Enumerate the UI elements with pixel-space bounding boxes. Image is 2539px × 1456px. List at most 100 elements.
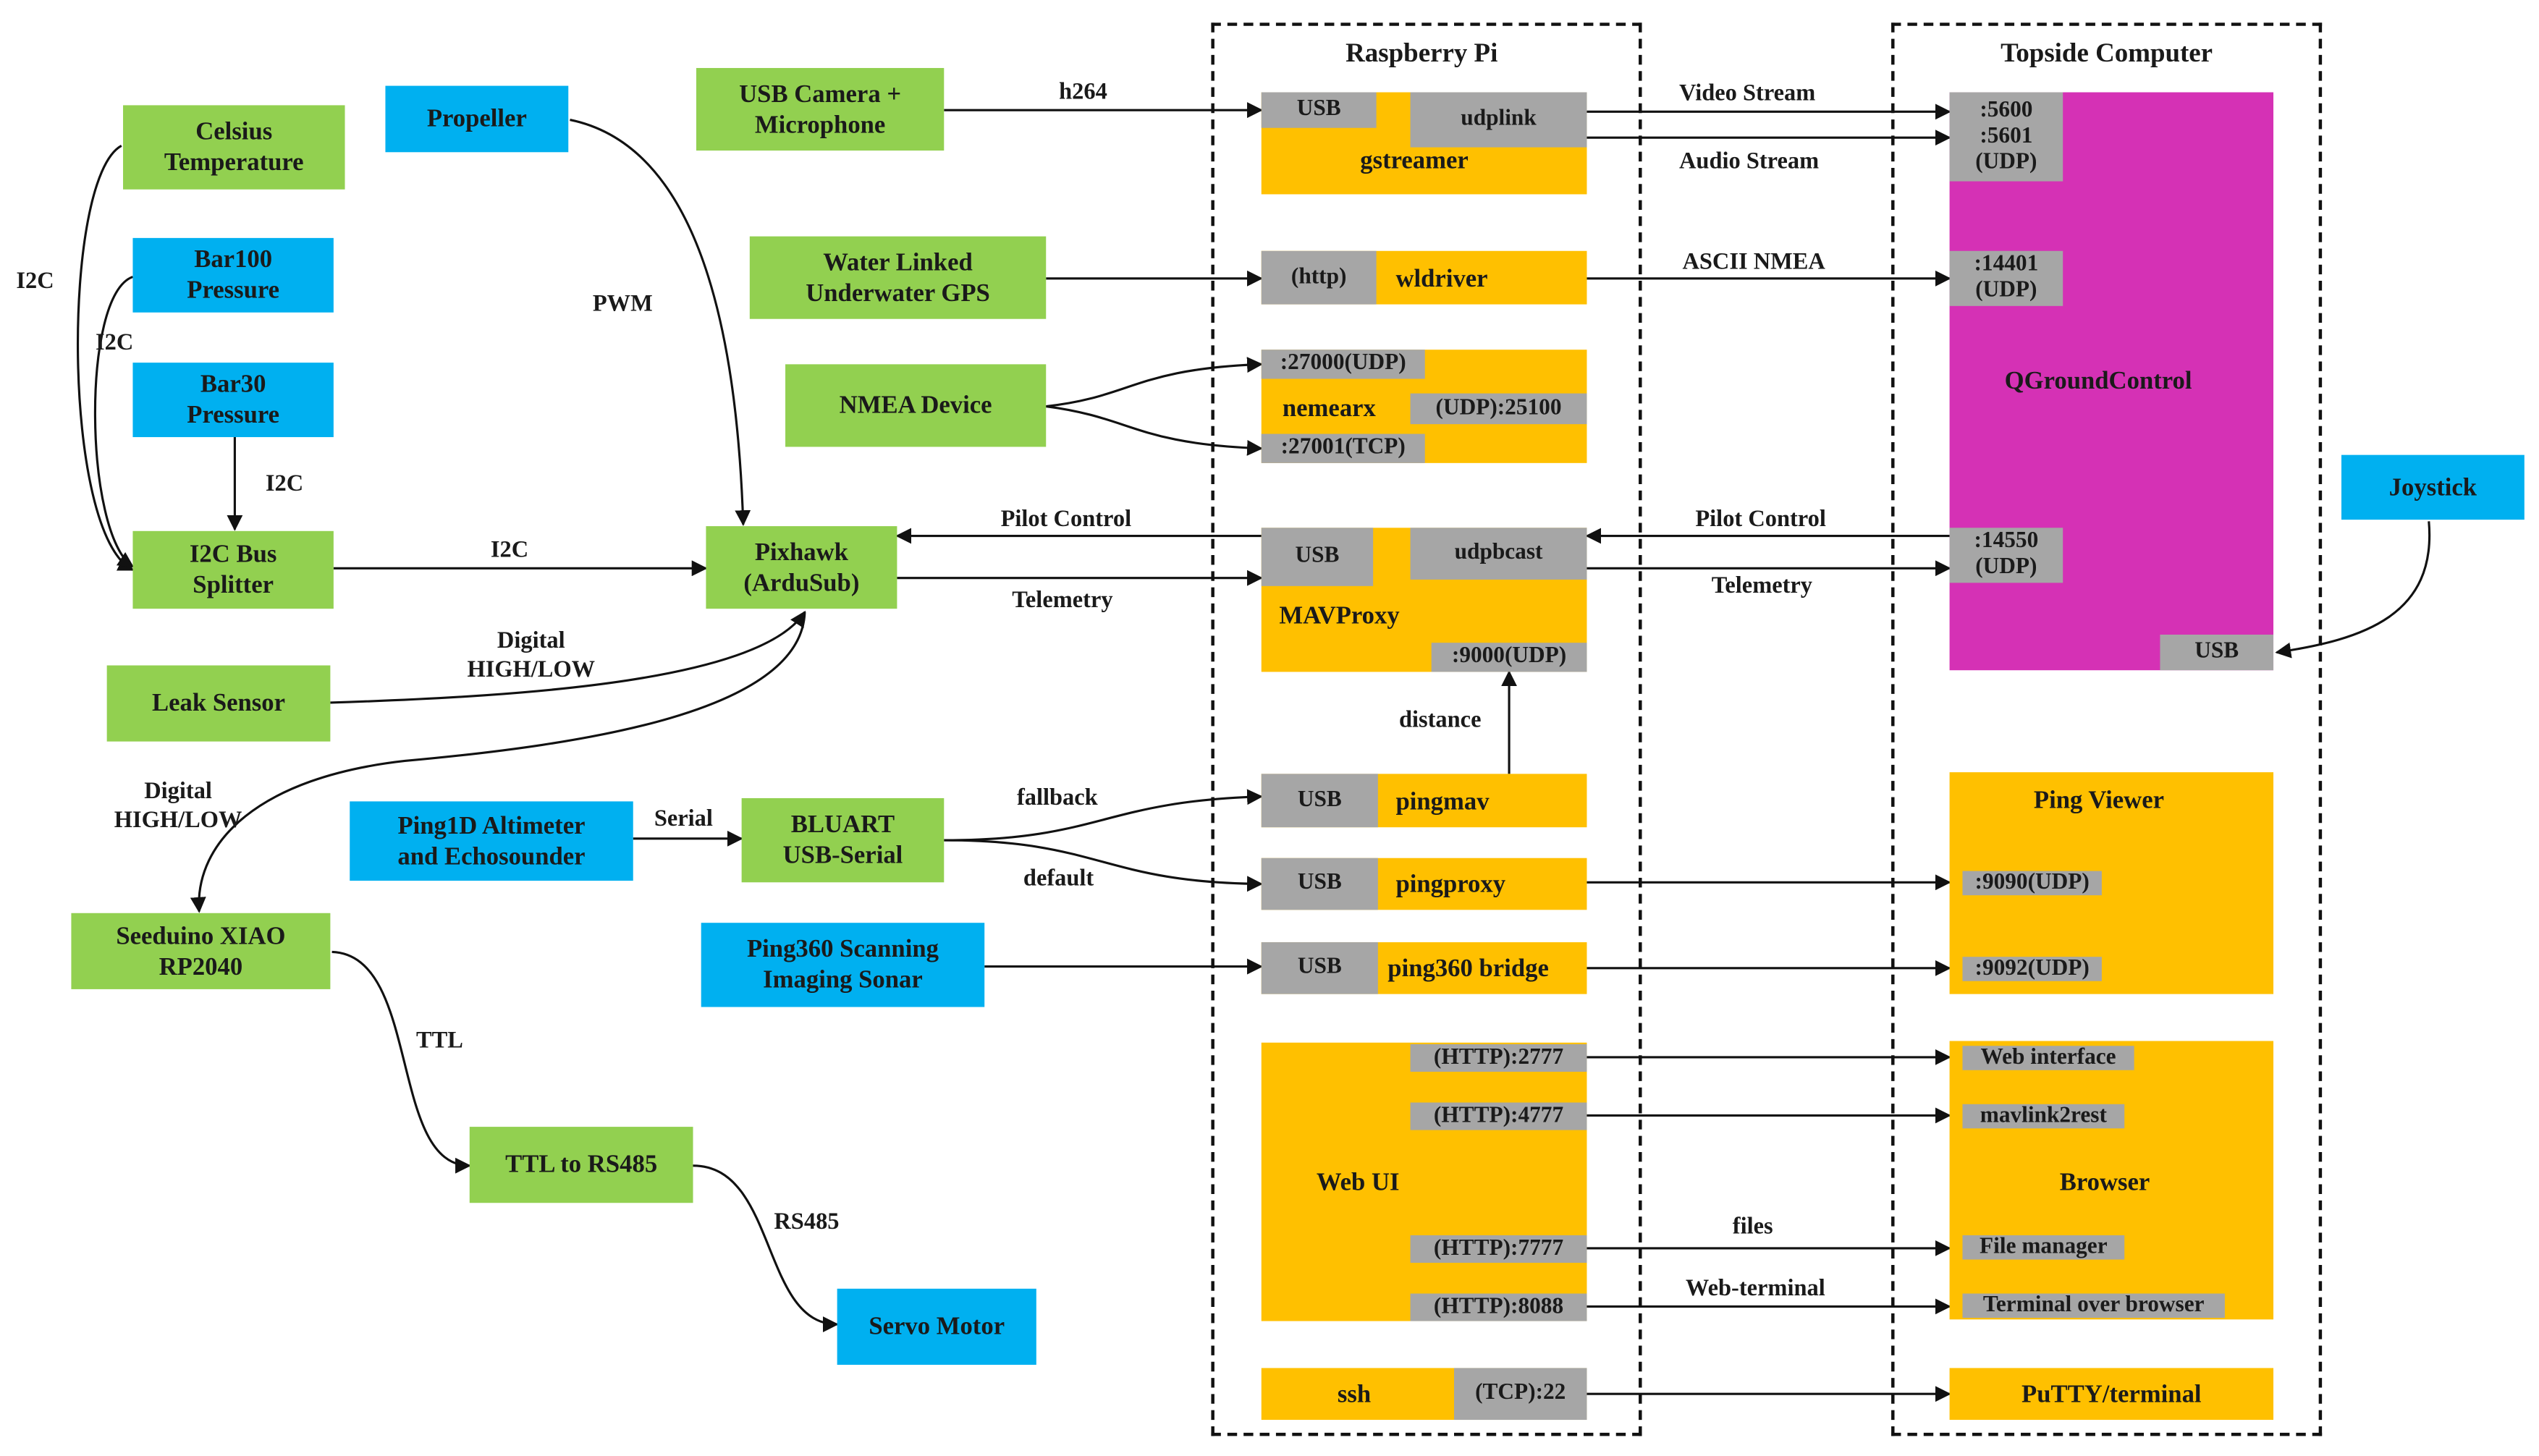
label-fallback: fallback [1016, 785, 1098, 811]
browser-label: Browser [2059, 1169, 2150, 1197]
edge-leak-to-pixhawk [330, 610, 806, 704]
nemearx-25100-port: (UDP):25100 [1410, 393, 1587, 425]
pixhawk-box: Pixhawk (ArduSub) [706, 526, 897, 609]
celsius-temperature-box: Celsius Temperature [123, 105, 345, 190]
edge-xiao-to-ttl [331, 950, 471, 1174]
browser-box [1949, 1041, 2274, 1320]
label-pwm: PWM [592, 291, 653, 318]
ping360-bridge-usb-port: USB [1261, 942, 1378, 994]
label-ttl: TTL [415, 1028, 463, 1054]
label-files: files [1732, 1214, 1773, 1240]
label-serial: Serial [654, 806, 713, 832]
qgc-video-ports: :5600 :5601 (UDP) [1949, 92, 2063, 182]
webui-4777-port: (HTTP):4777 [1410, 1102, 1587, 1130]
label-rs485: RS485 [774, 1209, 840, 1235]
label-h264: h264 [1059, 79, 1107, 106]
wldriver-label: wldriver [1395, 265, 1488, 293]
mavproxy-usb-port: USB [1261, 528, 1374, 586]
label-i2c-a: I2C [16, 268, 54, 295]
propeller-box: Propeller [385, 85, 569, 153]
browser-file-manager[interactable]: File manager [1962, 1235, 2125, 1260]
ssh-22-port: (TCP):22 [1454, 1368, 1587, 1421]
bar100-pressure-box: Bar100 Pressure [132, 237, 334, 313]
label-i2c-c: I2C [265, 471, 304, 497]
nemearx-label: nemearx [1282, 394, 1376, 423]
gstreamer-label: gstreamer [1360, 147, 1469, 175]
qgc-usb-port: USB [2160, 634, 2274, 671]
leak-sensor-box: Leak Sensor [106, 665, 331, 742]
edge-bluart-to-pingproxy [944, 839, 1263, 892]
servo-motor-box: Servo Motor [837, 1288, 1036, 1365]
mavproxy-udpbcast-port: udpbcast [1410, 528, 1587, 580]
label-pilot-control-right: Pilot Control [1695, 507, 1826, 533]
usb-camera-box: USB Camera + Microphone [696, 67, 945, 151]
qgroundcontrol-label: QGroundControl [2004, 367, 2192, 395]
pingproxy-usb-port: USB [1261, 858, 1378, 910]
edge-pixhawk-to-xiao [190, 611, 806, 913]
ping-viewer-9092-port: :9092(UDP) [1962, 956, 2102, 981]
mavproxy-9000-port: :9000(UDP) [1431, 643, 1587, 672]
edge-bluart-to-pingmav [944, 789, 1263, 842]
ttl-to-rs485-box: TTL to RS485 [469, 1127, 693, 1203]
edge-nmea-to-27001 [1046, 405, 1263, 456]
webui-2777-port: (HTTP):2777 [1410, 1044, 1587, 1072]
nemearx-27001-port: :27001(TCP) [1261, 433, 1425, 463]
web-ui-label: Web UI [1316, 1169, 1400, 1197]
browser-terminal[interactable]: Terminal over browser [1962, 1292, 2225, 1319]
label-telemetry-right: Telemetry [1711, 572, 1813, 599]
edge-ttl-to-servo [693, 1164, 839, 1332]
ssh-label: ssh [1337, 1381, 1372, 1409]
label-web-terminal: Web-terminal [1685, 1275, 1825, 1302]
ping360-sonar-box: Ping360 Scanning Imaging Sonar [701, 923, 985, 1007]
label-digital-xiao: Digital HIGH/LOW [114, 779, 242, 834]
raspberry-pi-cluster [1211, 22, 1642, 1436]
ping360-bridge-label: ping360 bridge [1387, 955, 1549, 983]
topside-title: Topside Computer [2001, 37, 2213, 68]
label-digital-leak: Digital HIGH/LOW [467, 628, 596, 684]
joystick-box[interactable]: Joystick [2341, 454, 2525, 520]
edge-propeller-to-pixhawk [570, 119, 751, 527]
label-ascii-nmea: ASCII NMEA [1682, 249, 1825, 276]
wldriver-http-port: (http) [1261, 250, 1377, 305]
putty-terminal-box[interactable]: PuTTY/terminal [1949, 1368, 2274, 1421]
label-i2c-d: I2C [490, 537, 529, 564]
label-pilot-control-left: Pilot Control [1000, 507, 1132, 533]
gstreamer-udplink-port: udplink [1410, 92, 1587, 148]
pingproxy-label: pingproxy [1395, 871, 1506, 899]
pingmav-usb-port: USB [1261, 774, 1378, 828]
ping-viewer-label: Ping Viewer [2033, 787, 2165, 815]
raspberry-pi-title: Raspberry Pi [1345, 37, 1498, 68]
edge-joystick-to-qgc [2275, 521, 2431, 659]
mavproxy-label: MAVProxy [1279, 602, 1400, 630]
browser-web-interface[interactable]: Web interface [1962, 1045, 2134, 1070]
edge-nmea-to-27000 [1046, 357, 1263, 408]
edge-celsius-to-splitter [76, 144, 135, 571]
label-distance: distance [1398, 707, 1482, 734]
webui-7777-port: (HTTP):7777 [1410, 1235, 1587, 1264]
nemearx-27000-port: :27000(UDP) [1261, 350, 1425, 379]
qgc-14550-port: :14550 (UDP) [1949, 528, 2063, 583]
topside-cluster [1891, 22, 2323, 1436]
bluart-usb-serial-box: BLUART USB-Serial [741, 797, 945, 883]
edge-bar100-to-splitter [93, 276, 135, 568]
water-linked-gps-box: Water Linked Underwater GPS [749, 236, 1047, 319]
web-ui-box [1261, 1042, 1587, 1321]
pingmav-label: pingmav [1395, 788, 1490, 816]
label-i2c-b: I2C [95, 330, 134, 357]
ping1d-altimeter-box: Ping1D Altimeter and Echosounder [350, 801, 633, 881]
gstreamer-usb-port: USB [1261, 92, 1377, 128]
ping-viewer-9090-port: :9090(UDP) [1962, 870, 2102, 896]
label-video-stream: Video Stream [1678, 80, 1816, 107]
label-default: default [1023, 865, 1094, 892]
seeeduino-xiao-box: Seeduino XIAO RP2040 [71, 913, 331, 989]
i2c-bus-splitter-box: I2C Bus Splitter [132, 530, 334, 609]
nmea-device-box: NMEA Device [785, 364, 1047, 447]
label-telemetry-left: Telemetry [1012, 588, 1113, 614]
qgc-14401-port: :14401 (UDP) [1949, 250, 2063, 306]
bar30-pressure-box: Bar30 Pressure [132, 363, 334, 438]
browser-mavlink2rest[interactable]: mavlink2rest [1962, 1104, 2125, 1129]
webui-8088-port: (HTTP):8088 [1410, 1293, 1587, 1321]
label-audio-stream: Audio Stream [1678, 148, 1820, 175]
